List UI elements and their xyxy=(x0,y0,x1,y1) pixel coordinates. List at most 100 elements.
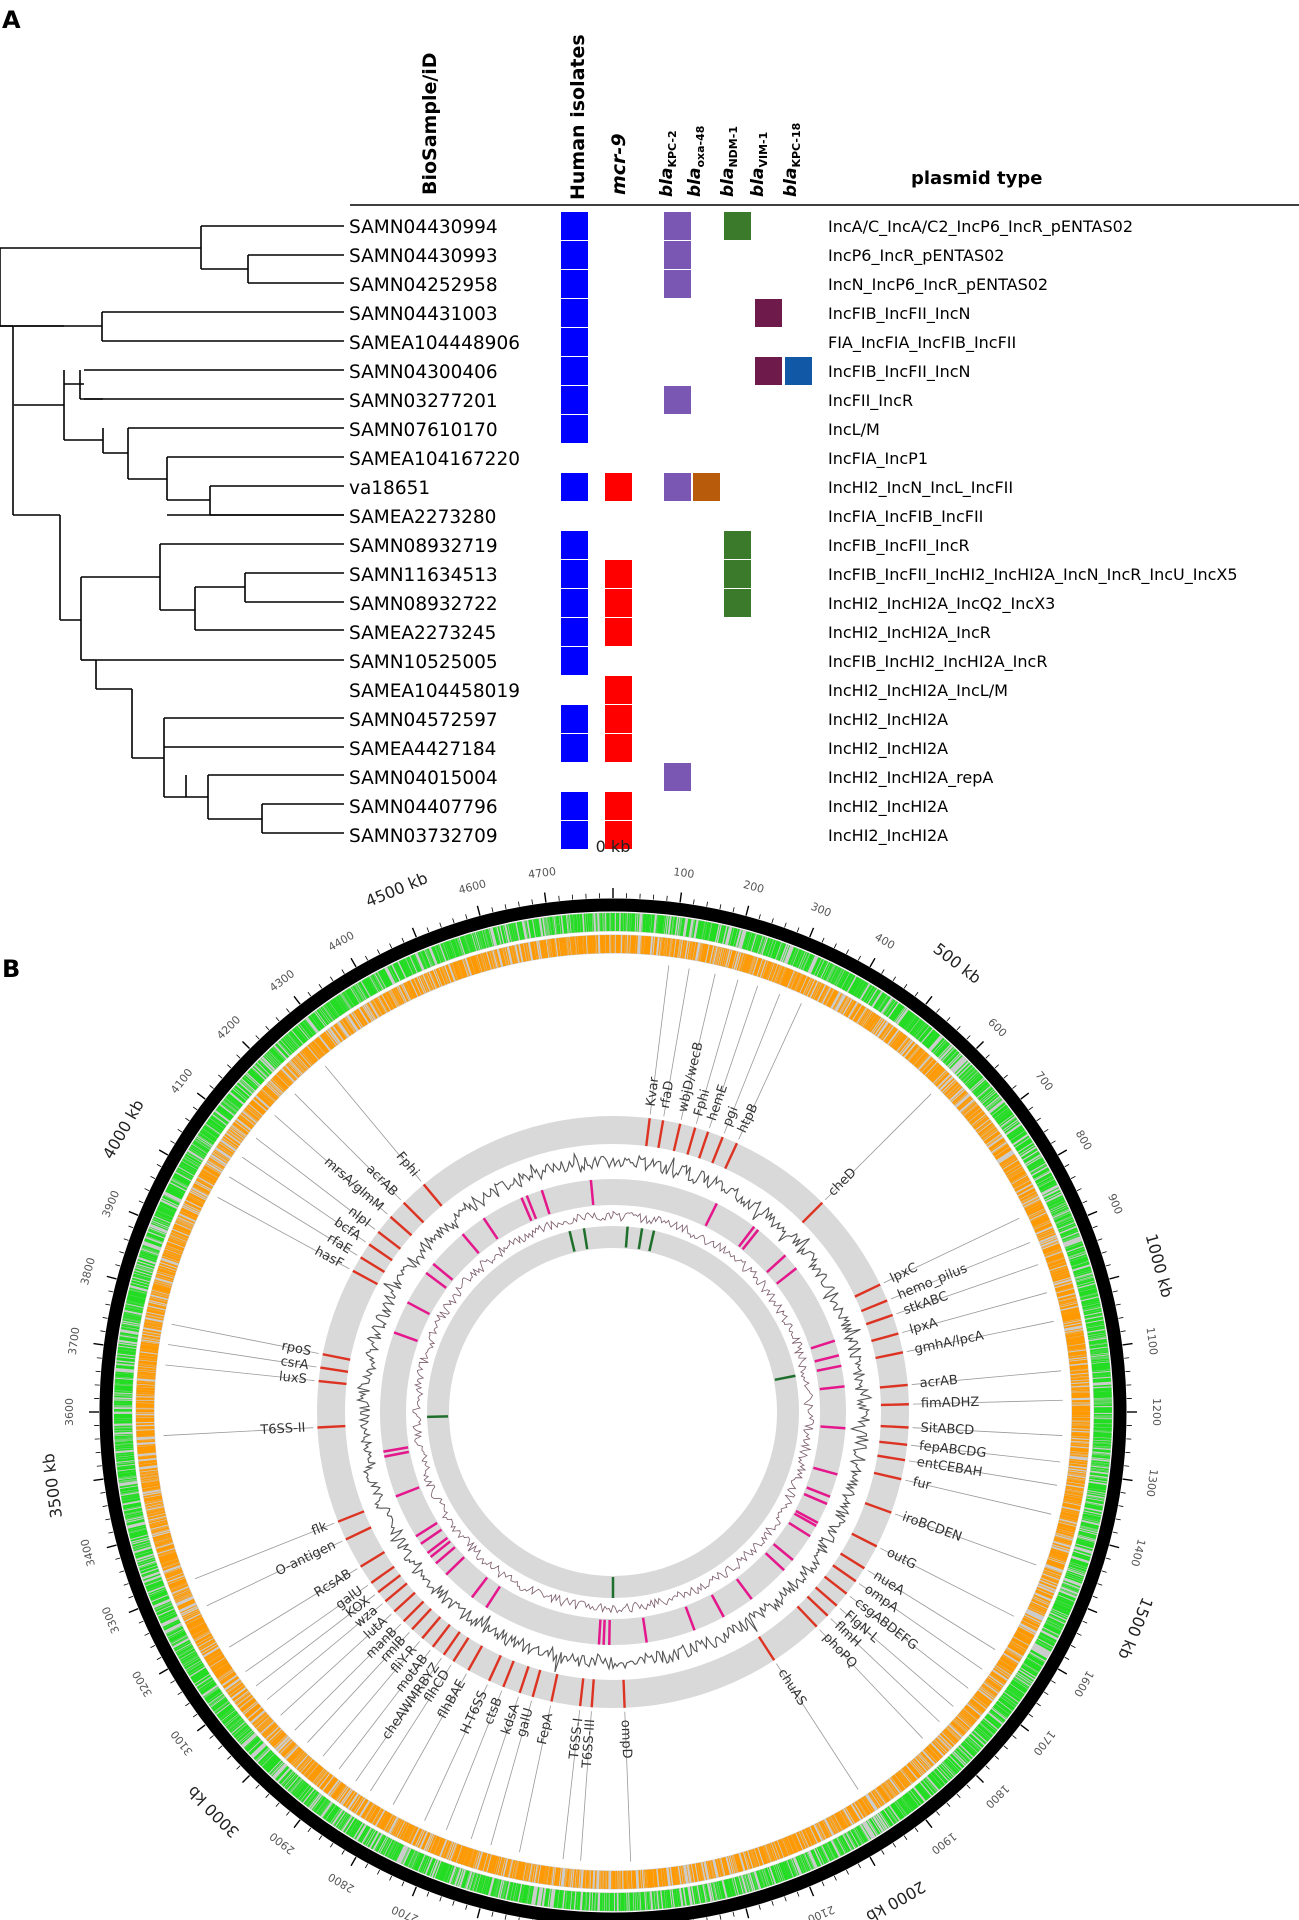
reverse-cds xyxy=(1071,1410,1090,1412)
forward-cds xyxy=(742,1874,749,1893)
forward-cds xyxy=(363,1828,374,1845)
forward-cds xyxy=(892,1006,905,1022)
forward-cds xyxy=(1058,1222,1076,1231)
forward-cds xyxy=(557,1890,561,1908)
forward-cds xyxy=(621,913,623,932)
plasmid-type: IncHI2_IncHI2A xyxy=(828,826,948,846)
forward-cds xyxy=(1092,1369,1111,1373)
forward-cds xyxy=(694,1885,699,1904)
forward-cds xyxy=(318,1800,331,1816)
forward-cds xyxy=(927,1034,941,1049)
forward-cds xyxy=(921,1029,935,1044)
forward-cds xyxy=(1038,1178,1055,1188)
forward-cds xyxy=(146,1581,164,1590)
forward-cds xyxy=(817,960,827,978)
forward-cds xyxy=(1067,1248,1085,1256)
forward-cds xyxy=(217,1705,233,1718)
forward-cds xyxy=(1042,1627,1059,1637)
forward-cds xyxy=(1073,1269,1092,1276)
forward-cds xyxy=(893,1006,905,1022)
forward-cds xyxy=(1037,1176,1054,1186)
forward-cds xyxy=(1093,1415,1112,1417)
forward-cds xyxy=(155,1603,173,1612)
forward-cds xyxy=(1023,1661,1040,1673)
forward-cds xyxy=(877,995,889,1011)
forward-cds xyxy=(969,1735,983,1748)
forward-cds xyxy=(438,1862,446,1880)
forward-cds xyxy=(1093,1403,1112,1405)
forward-cds xyxy=(702,921,708,940)
forward-cds xyxy=(1090,1348,1109,1352)
plasmid-type: IncHI2_IncHI2A_repA xyxy=(828,768,993,788)
forward-cds xyxy=(1021,1664,1038,1676)
human-isolate-marker xyxy=(561,386,588,414)
forward-cds xyxy=(1093,1438,1112,1441)
forward-cds xyxy=(1022,1663,1039,1674)
forward-cds xyxy=(1044,1190,1061,1200)
forward-cds xyxy=(345,1818,357,1834)
magenta-track-band xyxy=(380,1179,846,1645)
forward-cds xyxy=(887,1806,900,1822)
forward-cds xyxy=(236,1727,251,1740)
forward-cds xyxy=(192,1670,208,1682)
forward-cds xyxy=(827,1842,837,1859)
forward-cds xyxy=(116,1461,135,1464)
forward-cds xyxy=(802,953,810,970)
forward-cds xyxy=(114,1428,133,1430)
forward-cds xyxy=(276,1766,289,1781)
forward-cds xyxy=(686,918,691,937)
forward-cds xyxy=(875,1814,887,1830)
forward-cds xyxy=(1062,1235,1081,1243)
forward-cds xyxy=(930,1772,944,1787)
forward-cds xyxy=(1080,1294,1099,1301)
plasmid-type: IncHI2_IncHI2A xyxy=(828,739,948,759)
forward-cds xyxy=(1011,1680,1027,1692)
forward-cds xyxy=(975,1083,990,1096)
forward-cds xyxy=(370,1832,381,1849)
forward-cds xyxy=(651,914,655,933)
sample-id: SAMN08932722 xyxy=(349,594,498,615)
forward-cds xyxy=(628,913,630,932)
forward-cds xyxy=(885,1807,897,1824)
forward-cds xyxy=(907,1017,920,1033)
forward-cds xyxy=(119,1480,137,1484)
forward-cds xyxy=(874,1815,885,1832)
forward-cds xyxy=(1062,1233,1080,1241)
forward-cds xyxy=(795,1856,804,1874)
forward-cds xyxy=(940,1763,954,1778)
forward-cds xyxy=(938,1044,952,1059)
forward-cds xyxy=(1034,1170,1051,1180)
forward-cds xyxy=(1067,1249,1086,1257)
forward-cds xyxy=(163,1621,181,1631)
forward-cds xyxy=(114,1419,133,1420)
forward-cds xyxy=(363,1828,374,1845)
forward-cds xyxy=(785,1860,794,1878)
forward-cds xyxy=(671,916,675,935)
forward-cds xyxy=(137,1559,156,1566)
forward-cds xyxy=(965,1072,980,1086)
forward-cds xyxy=(963,1741,977,1755)
forward-cds xyxy=(833,968,842,985)
forward-cds xyxy=(752,934,759,952)
forward-cds xyxy=(405,1849,415,1867)
forward-cds xyxy=(752,1872,759,1890)
forward-cds xyxy=(1030,1651,1046,1661)
forward-cds xyxy=(848,1830,859,1848)
forward-cds xyxy=(1056,1218,1074,1226)
forward-cds xyxy=(777,943,786,961)
forward-cds xyxy=(529,1886,534,1905)
forward-cds xyxy=(237,1729,253,1742)
forward-cds xyxy=(477,1874,484,1893)
forward-cds xyxy=(1083,1308,1102,1314)
forward-cds xyxy=(1092,1366,1111,1370)
forward-cds xyxy=(126,1517,144,1522)
forward-cds xyxy=(152,1597,170,1606)
forward-cds xyxy=(223,1712,239,1725)
forward-cds xyxy=(1079,1528,1098,1535)
forward-cds xyxy=(152,1596,170,1605)
forward-cds xyxy=(201,1683,217,1695)
forward-cds xyxy=(316,1798,328,1814)
forward-cds xyxy=(726,1879,733,1897)
